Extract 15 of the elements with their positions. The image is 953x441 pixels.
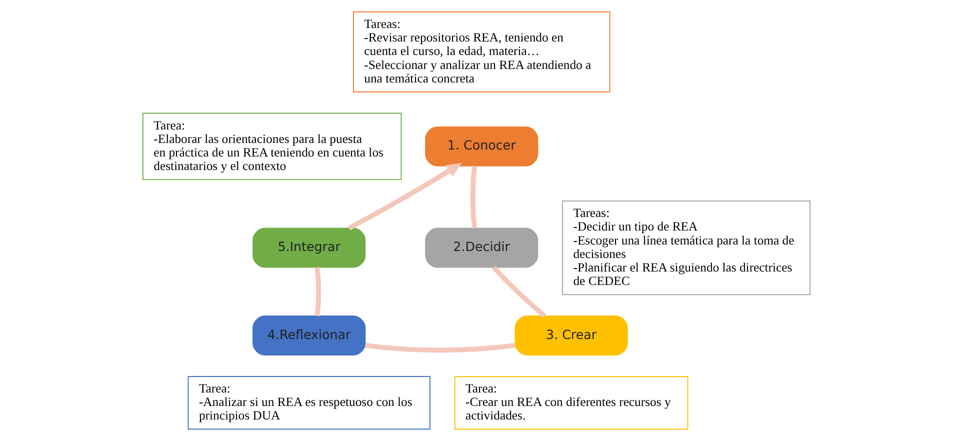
connector: [470, 166, 478, 228]
connector: [314, 267, 322, 316]
node-box: Tarea: -Analizar si un REA es respetuoso con los principios DUA: [188, 376, 430, 430]
node-box: Tarea: -Crear un REA con diferentes recursos y actividades.: [454, 376, 688, 430]
node-box: 2.Decidir: [425, 228, 538, 268]
node-box: 4.Reflexionar: [252, 316, 366, 356]
node-box: Tarea: -Elaborar las orientaciones para la puesta en práctica de un REA teniendo en cuenta los destinatarios y el contexto: [142, 112, 402, 180]
node-box: 5.Integrar: [252, 228, 366, 268]
node-box: Tareas: -Decidir un tipo de REA -Escoger una línea temática para la toma de decisiones -Planificar el REA siguiendo las directrices de CEDEC: [562, 200, 811, 296]
arrow: [348, 162, 462, 230]
connector: [364, 342, 516, 353]
node-box: Tareas: -Revisar repositorios REA, teniendo en cuenta el curso, la edad, materia… -Seleccionar y analizar un REA atendiendo a una temática concreta: [352, 11, 610, 92]
node-box: 3. Crear: [514, 316, 628, 356]
node-box: 1. Conocer: [425, 126, 538, 166]
connector: [492, 266, 546, 318]
